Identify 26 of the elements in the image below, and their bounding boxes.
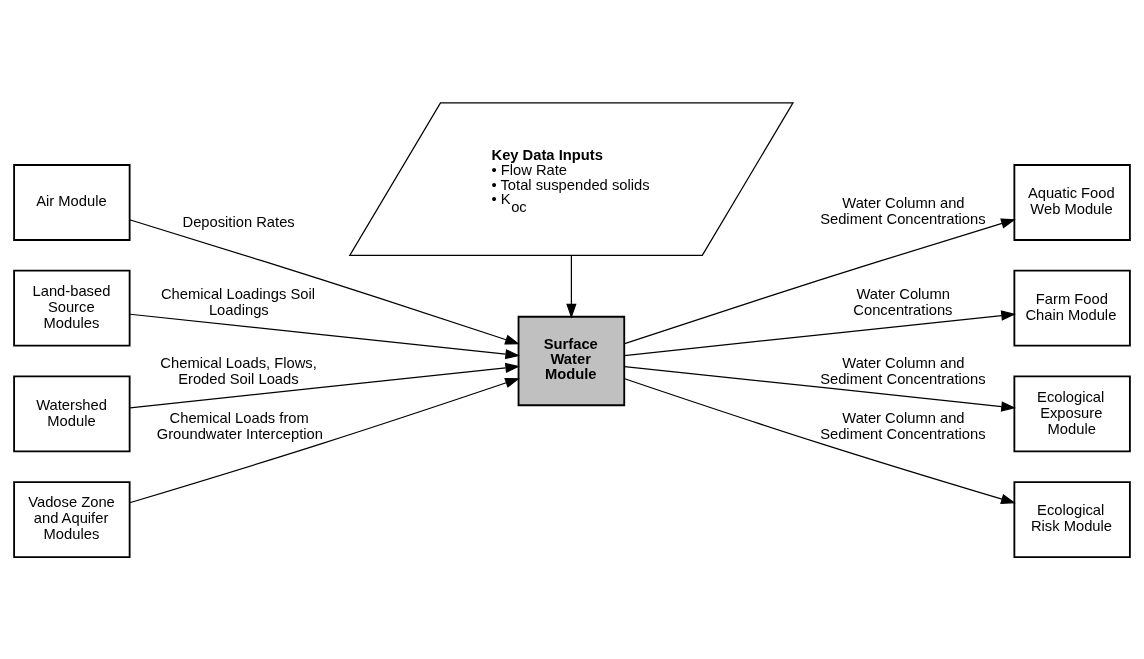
arrow xyxy=(623,309,1016,356)
edge-label: Chemical Loadings Soil Loadings xyxy=(160,285,315,318)
arrow xyxy=(129,377,520,503)
edge-label: Chemical Loads from Groundwater Interception xyxy=(156,409,323,442)
arrow xyxy=(624,377,1016,504)
node-box: Vadose Zone and Aquifer Modules xyxy=(13,480,131,558)
arrow xyxy=(623,365,1016,412)
edge-label: Water Column Concentrations xyxy=(853,285,953,318)
arrow xyxy=(129,362,521,408)
edge-label: Deposition Rates xyxy=(182,213,295,230)
edge-label: Chemical Loads, Flows, Eroded Soil Loads xyxy=(160,354,317,387)
arrow xyxy=(566,254,577,318)
edge-label: Water Column and Sediment Concentrations xyxy=(820,354,986,387)
node-box: Ecological Exposure Module xyxy=(1013,374,1131,452)
arrow xyxy=(624,218,1016,344)
edge-label: Water Column and Sediment Concentrations xyxy=(820,409,986,442)
node-box: Ecological Risk Module xyxy=(1013,480,1131,558)
arrow xyxy=(129,218,520,345)
node-box: Watershed Module xyxy=(13,374,131,452)
node-box: Aquatic Food Web Module xyxy=(1013,163,1131,241)
node-box: Surface Water Module xyxy=(517,315,626,406)
arrow xyxy=(129,313,521,359)
edge-label: Water Column and Sediment Concentrations xyxy=(820,194,986,227)
node-box: Air Module xyxy=(13,163,131,241)
node-box: Farm Food Chain Module xyxy=(1013,269,1131,347)
node-box: Land-based Source Modules xyxy=(13,269,131,347)
